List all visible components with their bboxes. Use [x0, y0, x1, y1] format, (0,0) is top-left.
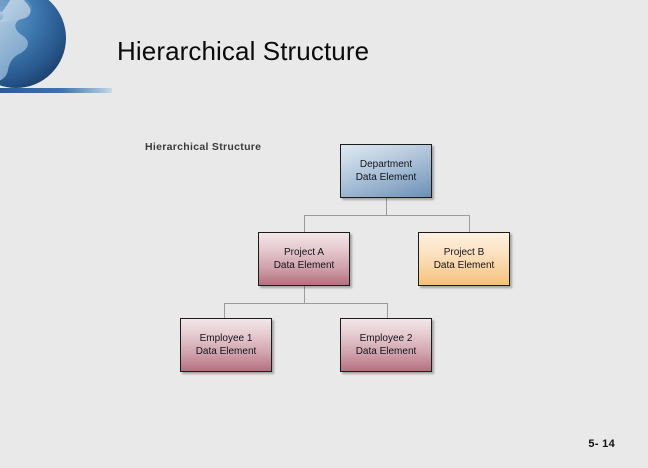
node-project-b: Project B Data Element: [418, 232, 510, 286]
node-project-a-line1: Project A: [283, 246, 325, 258]
connector-department-bus: [304, 215, 470, 216]
node-department-line2: Data Element: [355, 172, 417, 183]
node-department: Department Data Element: [340, 144, 432, 198]
node-department-line1: Department: [359, 158, 413, 170]
page-number: 5- 14: [588, 438, 615, 450]
node-employee-2-line1: Employee 2: [359, 332, 413, 344]
page-title: Hierarchical Structure: [117, 36, 370, 66]
connector-project-a-bus: [224, 303, 388, 304]
node-employee-1: Employee 1 Data Element: [180, 318, 272, 372]
node-project-b-line1: Project B: [443, 246, 485, 258]
connector-to-project-b: [469, 215, 470, 232]
hierarchical-structure-diagram: Hierarchical Structure Department Data E…: [125, 125, 525, 390]
node-employee-2: Employee 2 Data Element: [340, 318, 432, 372]
connector-to-employee-1: [224, 303, 225, 318]
globe-icon: [0, 0, 68, 92]
node-project-b-line2: Data Element: [433, 260, 495, 271]
node-employee-1-line2: Data Element: [195, 346, 257, 357]
diagram-caption: Hierarchical Structure: [145, 141, 262, 153]
node-project-a-line2: Data Element: [273, 260, 335, 271]
connector-department-stem: [386, 198, 387, 215]
connector-project-a-stem: [304, 286, 305, 303]
node-employee-2-line2: Data Element: [355, 346, 417, 357]
connector-to-employee-2: [387, 303, 388, 318]
header-accent-rule: [0, 88, 112, 93]
connector-to-project-a: [304, 215, 305, 232]
node-employee-1-line1: Employee 1: [199, 332, 253, 344]
slide-header: Hierarchical Structure: [0, 0, 648, 100]
node-project-a: Project A Data Element: [258, 232, 350, 286]
